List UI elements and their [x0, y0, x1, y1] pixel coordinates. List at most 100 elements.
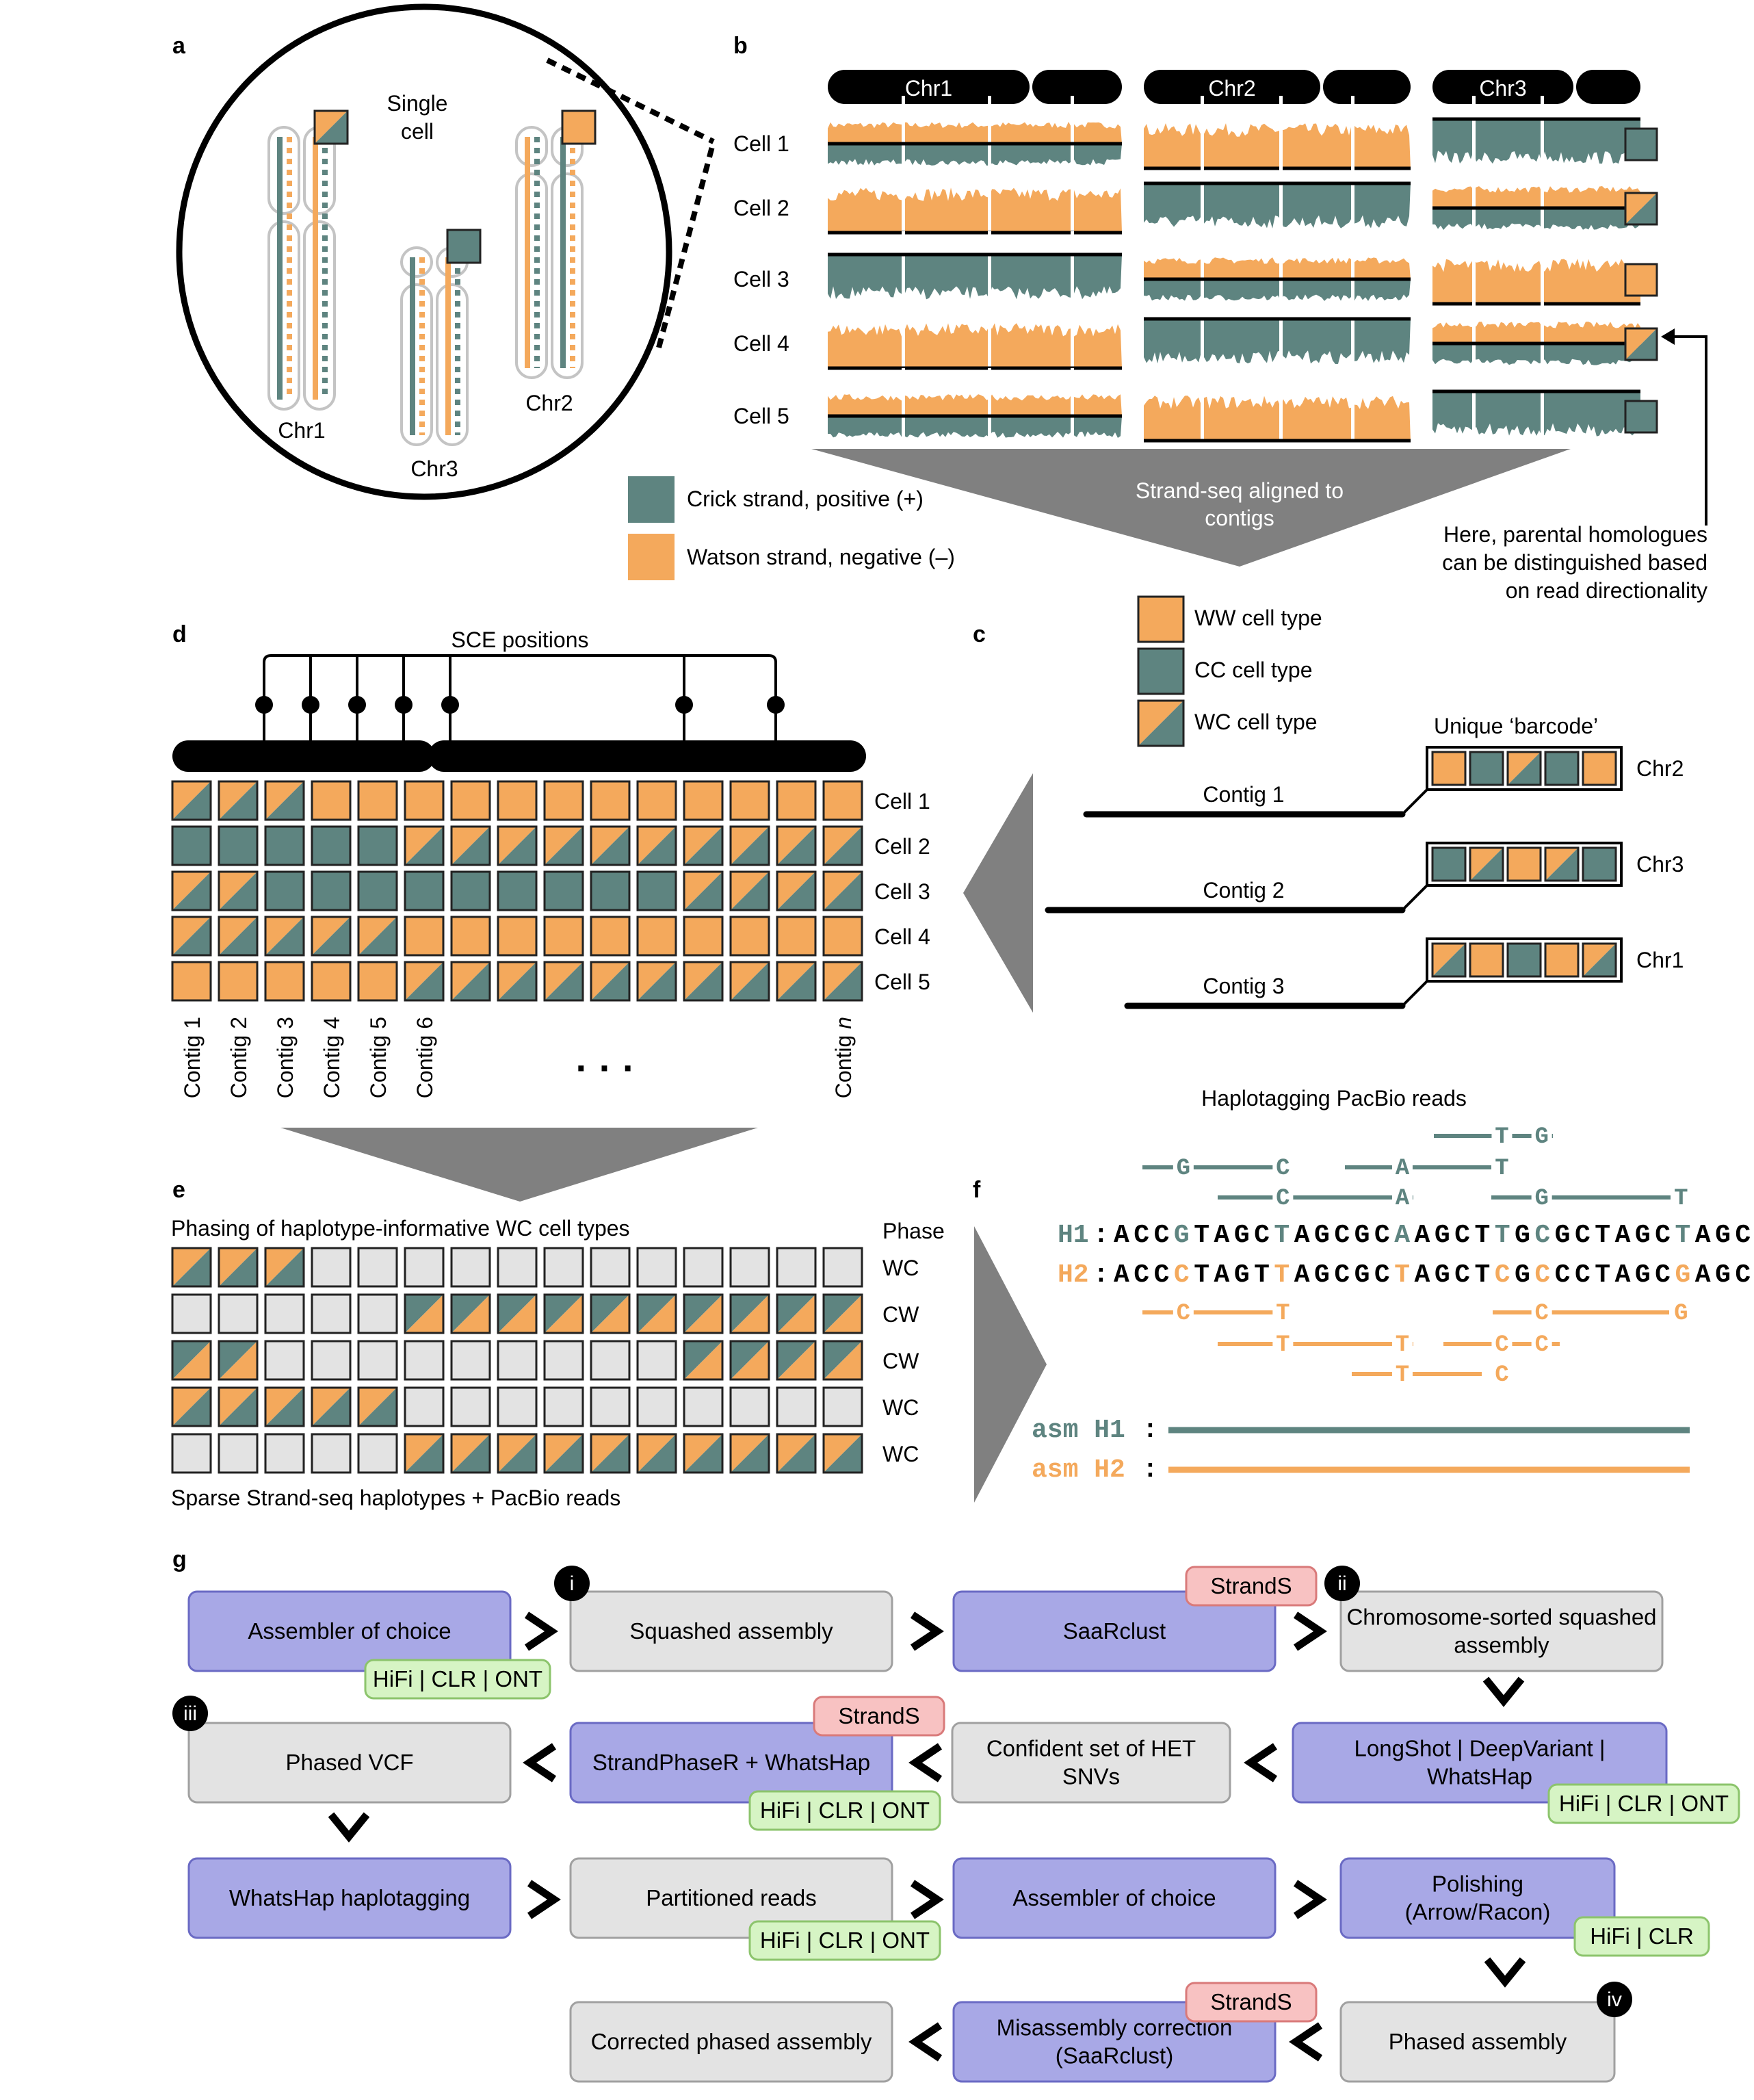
panel-label-f: f — [973, 1177, 981, 1203]
cell-5-chr-2-reads — [1144, 368, 1411, 464]
phased-cell-5-contig-15 — [822, 1433, 863, 1474]
note-arrow-head — [1661, 328, 1675, 345]
cell-5-contig-15 — [822, 961, 863, 1002]
phased-cell-4-contig-13 — [729, 1386, 770, 1427]
strand-legend: Crick strand, positive (+) Watson strand… — [628, 476, 955, 580]
phased-cell-3-contig-1 — [171, 1340, 212, 1381]
panel-label-b: b — [733, 33, 748, 59]
chromosome-chr3-chromatid-1 — [400, 246, 433, 446]
haplotype-h2-colon: : — [1093, 1260, 1109, 1290]
tag-reads-polishing-text: HiFi | CLR — [1590, 1923, 1694, 1949]
phased-cell-3-contig-3 — [264, 1340, 305, 1381]
panel-label-e: e — [172, 1177, 185, 1203]
cell-1-chr-1-reads — [828, 96, 1122, 192]
legend-wc: WC cell type — [1194, 710, 1318, 734]
cell-3-contig-7 — [450, 870, 491, 911]
phased-cell-1-contig-13 — [729, 1247, 770, 1288]
phased-cell-2-contig-4 — [311, 1293, 352, 1334]
phased-cell-2-contig-14 — [776, 1293, 817, 1334]
step-badge-ii-text: ii — [1337, 1572, 1346, 1595]
cell-2-contig-7 — [450, 825, 491, 866]
cell-1-contig-14 — [776, 780, 817, 821]
cell-3-contig-3 — [264, 870, 305, 911]
downward-arrow-d-to-e — [280, 1128, 758, 1202]
cell-4-contig-6 — [404, 916, 445, 957]
sce-position-marker — [302, 696, 319, 714]
phased-cell-2-contig-8 — [497, 1293, 538, 1334]
barcode-tile — [1431, 942, 1467, 978]
cell-5-chr3-marker — [1624, 400, 1658, 434]
sce-position-marker — [395, 696, 413, 714]
phased-cell-1-contig-8 — [497, 1247, 538, 1288]
cell-1-chr-2-reads — [1144, 96, 1411, 192]
grid-row-label-2: Cell 2 — [874, 834, 930, 859]
cell-2-chr3-marker — [1624, 192, 1658, 226]
chromosome-header-2: Chr2 — [1144, 70, 1411, 104]
cell-5-contig-14 — [776, 961, 817, 1002]
chromosome-chr1 — [267, 126, 336, 411]
tag-strands-misassembly-text: StrandS — [1210, 1989, 1292, 2014]
cell-2-chr-2-reads — [1144, 160, 1411, 256]
step-confident-het-snvs-text: SNVs — [1062, 1764, 1120, 1789]
sce-positions-label: SCE positions — [451, 627, 589, 652]
cell-label-1: Cell 1 — [733, 131, 789, 156]
tag-reads-row1-text: HiFi | CLR | ONT — [373, 1666, 542, 1691]
step-chromosome-sorted-assembly-text: Chromosome-sorted squashed — [1346, 1605, 1656, 1630]
phased-cell-5-contig-12 — [683, 1433, 724, 1474]
svg-text:C: C — [1276, 1186, 1290, 1212]
cell-5-contig-8 — [497, 961, 538, 1002]
phased-cell-3-contig-7 — [450, 1340, 491, 1381]
cell-1-contig-2 — [218, 780, 259, 821]
barcode-tile — [1431, 751, 1467, 786]
flow-arrow-2 — [910, 1611, 944, 1651]
column-label-contig-4: Contig 4 — [319, 1017, 344, 1098]
step-badge-i-text: i — [570, 1572, 575, 1595]
cell-label-2: Cell 2 — [733, 196, 789, 220]
chromosome-header-label: Chr1 — [905, 76, 952, 101]
step-misassembly-correction-text: (SaaRclust) — [1056, 2043, 1173, 2069]
sce-bracket — [255, 654, 785, 740]
step-badge-iii-text: iii — [183, 1702, 197, 1725]
tag-strands-saarclust: StrandS — [1185, 1566, 1318, 1607]
cell-1-contig-4 — [311, 780, 352, 821]
contig-label: Contig 2 — [1203, 878, 1284, 903]
column-label-contig-5: Contig 5 — [366, 1017, 391, 1098]
step-strandphaser-whatshap: StrandPhaseR + WhatsHap — [569, 1722, 893, 1804]
note-line2: can be distinguished based — [1442, 550, 1707, 575]
sce-chromosome-arm-left — [172, 740, 435, 772]
tag-strands-saarclust-text: StrandS — [1210, 1573, 1292, 1598]
tag-strands-misassembly: StrandS — [1185, 1982, 1318, 2023]
sce-chromosome-arm-right — [428, 740, 866, 772]
phased-cell-4-contig-4 — [311, 1386, 352, 1427]
tag-reads-row2-left: HiFi | CLR | ONT — [748, 1790, 941, 1831]
phased-cell-4-contig-11 — [636, 1386, 677, 1427]
cell-2-contig-9 — [543, 825, 584, 866]
phased-cell-2-contig-5 — [357, 1293, 398, 1334]
cell-4-contig-10 — [590, 916, 631, 957]
phased-cell-3-contig-13 — [729, 1340, 770, 1381]
phased-cell-1-contig-9 — [543, 1247, 584, 1288]
cell-1-contig-12 — [683, 780, 724, 821]
flow-arrow-3 — [1293, 1611, 1327, 1651]
cell-1-contig-13 — [729, 780, 770, 821]
cell-membrane — [176, 3, 672, 500]
phased-cell-2-contig-9 — [543, 1293, 584, 1334]
step-confident-het-snvs-text: Confident set of HET — [986, 1736, 1196, 1761]
cell-1-contig-5 — [357, 780, 398, 821]
phased-cell-1-contig-2 — [218, 1247, 259, 1288]
phase-label-2: CW — [882, 1302, 919, 1327]
step-corrected-phased-assembly: Corrected phased assembly — [569, 2001, 893, 2083]
phase-label-5: WC — [882, 1442, 919, 1466]
cell-1-contig-3 — [264, 780, 305, 821]
flow-arrow-7 — [1244, 1743, 1278, 1783]
phased-cell-1-contig-10 — [590, 1247, 631, 1288]
barcode-tile — [1469, 846, 1504, 882]
legend-tile-ww — [1137, 595, 1185, 643]
